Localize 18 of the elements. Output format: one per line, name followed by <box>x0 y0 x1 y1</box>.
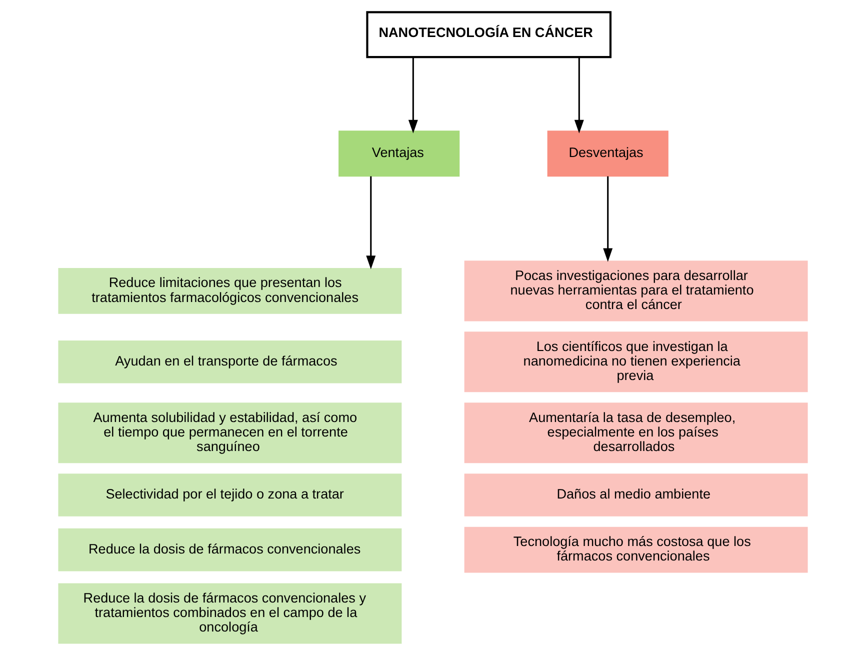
node-box: Aumentaría la tasa de desempleo, especialmente en los países desarrollados <box>462 400 810 466</box>
node-box: Pocas investigaciones para desarrollar nuevas herramientas para el tratamiento contra el cáncer <box>462 258 810 324</box>
node-box: Reduce la dosis de fármacos convencionales y tratamientos combinados en el campo de la oncología <box>56 581 404 646</box>
node-box: Reduce la dosis de fármacos convencionales <box>56 526 404 574</box>
node-box: Reduce limitaciones que presentan los tratamientos farmacológicos convencionales <box>56 266 404 316</box>
node-box: Desventajas <box>546 130 668 177</box>
arrow <box>574 57 584 134</box>
node-box: NANOTECNOLOGÍA EN CÁNCER <box>366 11 612 58</box>
node-box: Los científicos que investigan la nanomedicina no tienen experiencia previa <box>462 330 810 394</box>
node-box: Selectividad por el tejido o zona a tratar <box>56 472 404 518</box>
node-box: Tecnología mucho más costosa que los fármacos convencionales <box>462 524 810 575</box>
arrow <box>366 176 376 270</box>
node-box: Daños al medio ambiente <box>462 472 810 518</box>
node-box: Aumenta solubilidad y estabilidad, así como el tiempo que permanecen en el torrente sanguíneo <box>56 400 404 466</box>
node-box: Ayudan en el transporte de fármacos <box>56 338 404 386</box>
node-box: Ventajas <box>338 130 460 177</box>
arrow <box>602 176 612 262</box>
arrow <box>408 57 418 134</box>
